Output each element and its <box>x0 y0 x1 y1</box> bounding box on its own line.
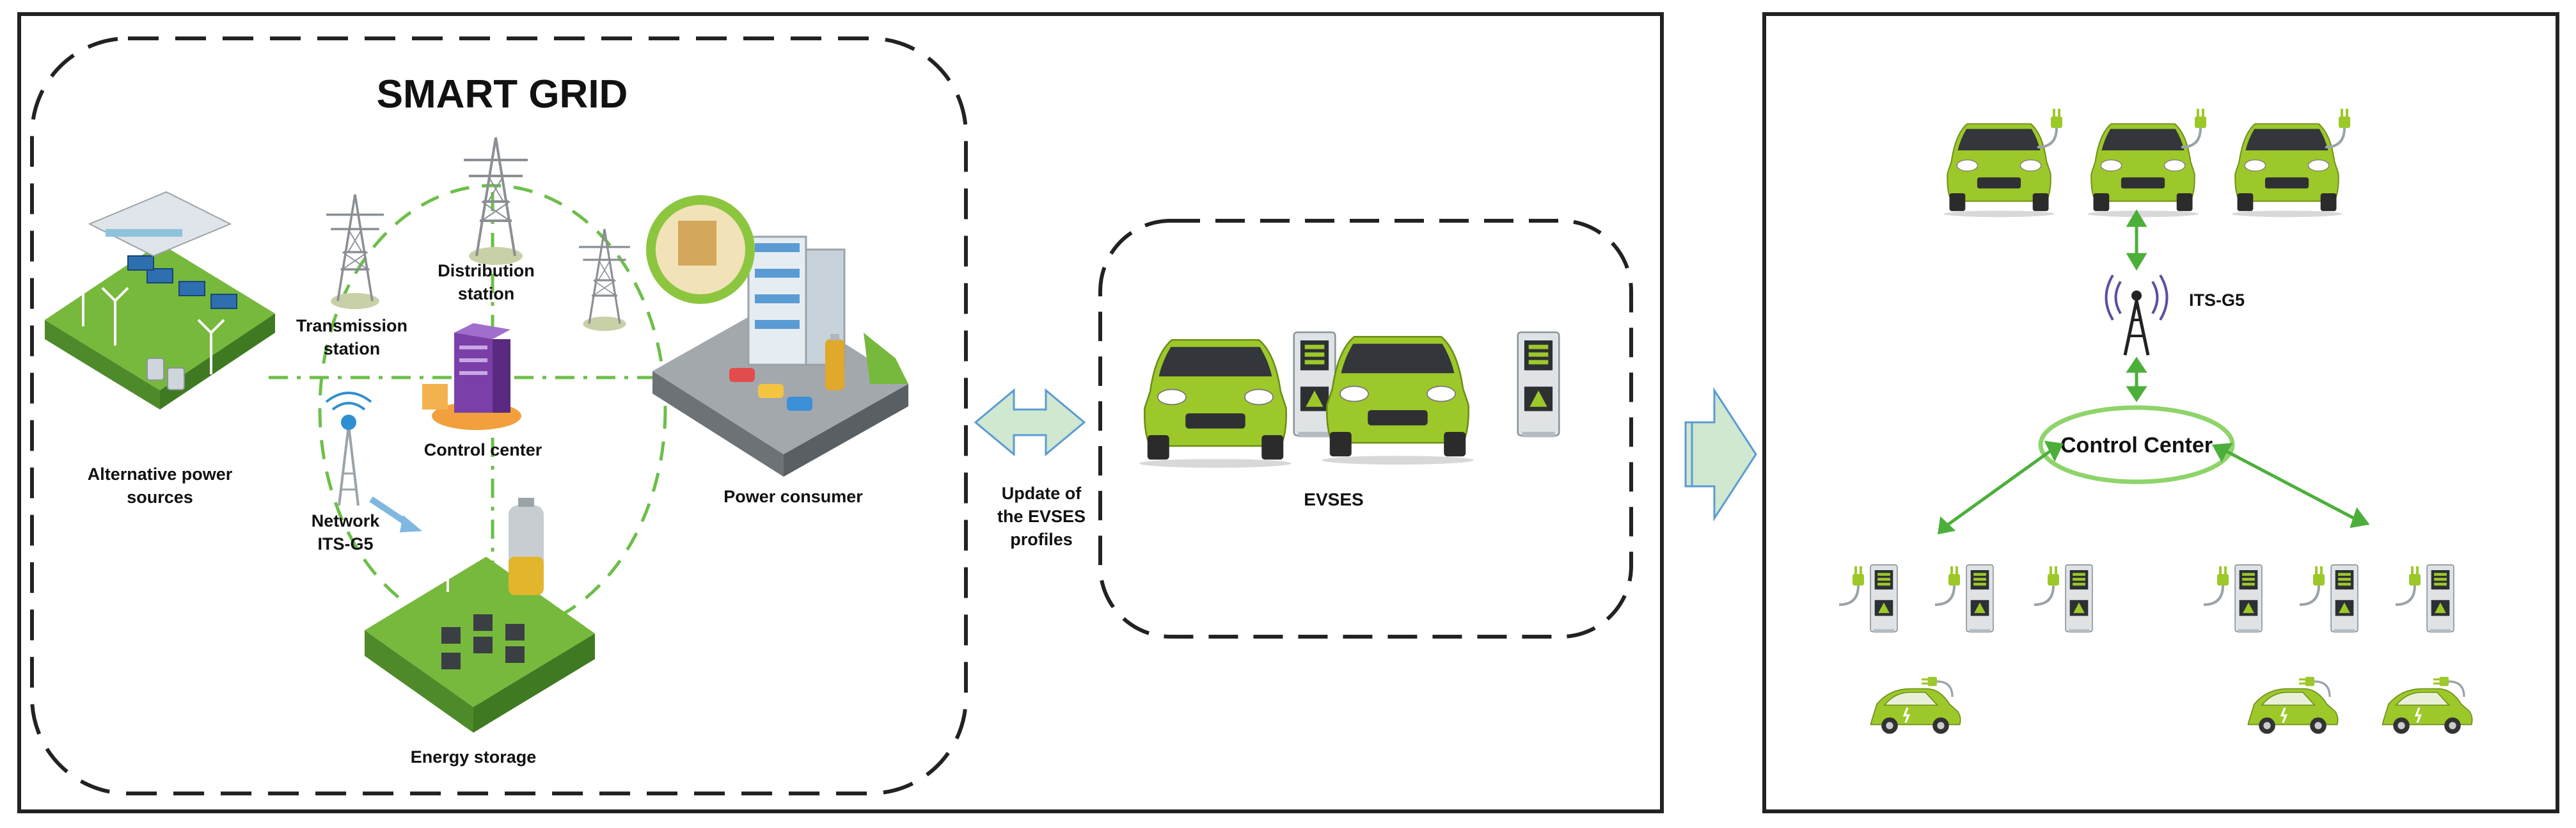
charger-icon <box>2330 564 2359 633</box>
network-label-2: ITS-G5 <box>317 534 373 553</box>
server-icon <box>422 323 521 430</box>
alt-power-label-1: Alternative power <box>88 465 233 484</box>
right-arrow-icon <box>1684 386 1757 522</box>
control-center-label: Control center <box>424 440 542 459</box>
update-label-1: Update of <box>1002 484 1082 503</box>
distribution-label-1: Distribution <box>438 261 534 280</box>
power-consumer-label: Power consumer <box>723 487 863 506</box>
battery-icon <box>825 334 844 390</box>
evses-label: EVSES <box>1304 490 1363 509</box>
tower-icon <box>2105 274 2169 356</box>
update-label-2: the EVSES <box>997 507 1086 526</box>
control-center-ellipse <box>2038 405 2235 484</box>
update-label-3: profiles <box>1010 530 1073 549</box>
charger-icon <box>2065 564 2093 633</box>
control-room-icon <box>88 191 232 257</box>
power-consumer-block <box>646 195 908 477</box>
vertical-arrow-top <box>2126 209 2147 271</box>
smart-grid-title: SMART GRID <box>377 72 628 116</box>
charger-icon <box>2234 564 2263 633</box>
charger-icon <box>1966 564 1994 633</box>
antenna-icon <box>325 392 422 532</box>
top-car-group <box>1943 107 2351 218</box>
parked-cars <box>729 368 812 411</box>
diagonal-arrow-left <box>1937 440 2064 535</box>
evses-boundary <box>1098 219 1633 639</box>
energy-storage-block <box>365 498 595 733</box>
alternative-power-sources <box>45 191 275 410</box>
transmission-label-1: Transmission <box>296 316 407 335</box>
battery-icon <box>509 498 544 595</box>
storage-units <box>441 614 525 669</box>
its-g5-label: ITS-G5 <box>2189 291 2245 310</box>
control-center-title: Control Center <box>2060 433 2213 458</box>
energy-storage-label: Energy storage <box>411 747 537 767</box>
charger-icon <box>1870 564 1898 633</box>
solar-panel-icon <box>127 255 237 309</box>
vertical-arrow-bottom <box>2126 356 2147 402</box>
charger-icon <box>2426 564 2454 633</box>
alt-power-label-2: sources <box>127 488 193 507</box>
wind-turbine-icon <box>395 536 462 601</box>
diagonal-arrow-right <box>2211 443 2370 529</box>
tank-icon <box>146 358 185 390</box>
distribution-label-2: station <box>458 284 515 303</box>
transmission-label-2: station <box>324 339 381 358</box>
network-label-1: Network <box>312 511 381 530</box>
charger-icon <box>1517 331 1560 438</box>
double-arrow-icon <box>974 388 1086 457</box>
wind-turbine-icon <box>69 267 225 374</box>
